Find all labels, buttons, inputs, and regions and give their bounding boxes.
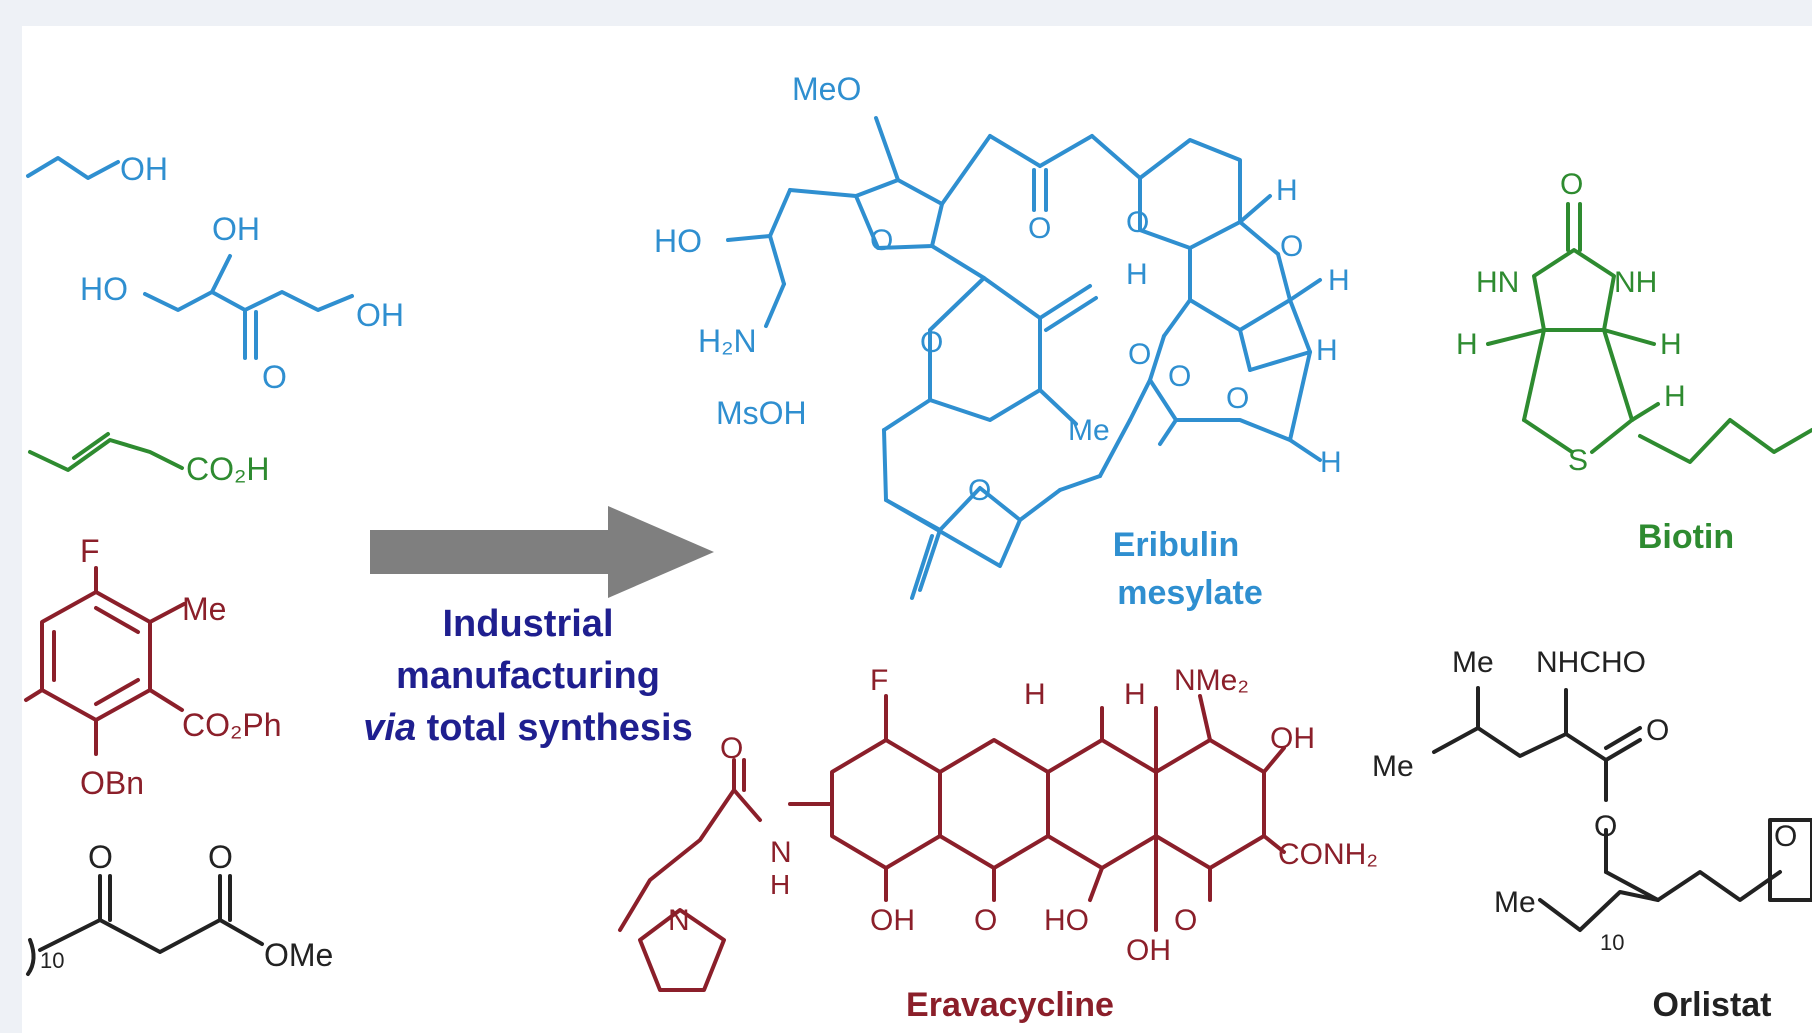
eribulin-me-label: Me — [1068, 414, 1110, 447]
orlistat-me-top-label: Me — [1452, 646, 1494, 679]
starting-ketoester — [26, 874, 264, 976]
biotin-h-left-label: H — [1456, 328, 1478, 361]
eribulin-h5-label: H — [1316, 334, 1338, 367]
triol-oh-top-label: OH — [212, 211, 260, 247]
eribulin-ketone-o-label: O — [1028, 212, 1051, 245]
eravacycline-structure — [618, 694, 1286, 992]
caption-line3: via total synthesis — [363, 707, 692, 749]
eribulin-name-line2: mesylate — [1117, 574, 1263, 612]
eribulin-ring-o8-label: O — [968, 474, 991, 507]
caption-via: via — [363, 707, 416, 749]
orlistat-structure — [1432, 686, 1812, 932]
aryl-f-label: F — [80, 533, 100, 569]
eravacycline-o2-label: O — [1174, 904, 1197, 937]
eribulin-h2-label: H — [1126, 258, 1148, 291]
biotin-name: Biotin — [1638, 518, 1734, 556]
eravacycline-amide-o-label: O — [720, 732, 743, 765]
biotin-s-label: S — [1568, 444, 1588, 477]
scheme-panel — [22, 26, 1812, 1033]
orlistat-nhcho-label: NHCHO — [1536, 646, 1646, 679]
eravacycline-h2-label: H — [1124, 678, 1146, 711]
orlistat-name: Orlistat — [1652, 986, 1771, 1024]
starting-unsaturated-acid — [28, 432, 184, 472]
eribulin-ring-o2-label: O — [1126, 206, 1149, 239]
biotin-h-right-label: H — [1660, 328, 1682, 361]
eribulin-h1-label: H — [1276, 174, 1298, 207]
caption-line2: manufacturing — [396, 655, 660, 697]
orlistat-lactone-o-label: O — [1774, 820, 1797, 853]
ketoester-o1-label: O — [88, 839, 113, 875]
orlistat-ester-o2-label: O — [1594, 810, 1617, 843]
ketoester-chain-label: 10 — [40, 948, 64, 973]
biotin-nh-label: NH — [1614, 266, 1657, 299]
eravacycline-nh-h-label: H — [770, 869, 790, 900]
ketoester-o2-label: O — [208, 839, 233, 875]
eribulin-structure — [726, 116, 1322, 600]
caption-rest: total synthesis — [416, 707, 693, 749]
eribulin-h4-label: H — [1320, 446, 1342, 479]
acid-co2h-label: CO₂H — [186, 451, 270, 487]
eravacycline-conh2-label: CONH₂ — [1278, 838, 1378, 871]
triol-ketone-o-label: O — [262, 359, 287, 395]
ketoester-ome-label: OMe — [264, 937, 333, 973]
orlistat-ester-o-label: O — [1646, 714, 1669, 747]
eribulin-ring-o4-label: O — [920, 326, 943, 359]
eribulin-ring-o7-label: O — [1226, 382, 1249, 415]
aryl-obn-label: OBn — [80, 765, 144, 801]
biotin-structure — [1486, 202, 1812, 464]
orlistat-me-chain-label: Me — [1494, 886, 1536, 919]
eribulin-name-line1: Eribulin — [1113, 526, 1240, 564]
eravacycline-name: Eravacycline — [906, 986, 1114, 1024]
eribulin-salt-label: MsOH — [716, 395, 807, 431]
eribulin-ho-label: HO — [654, 223, 702, 259]
starting-aryl-ester — [24, 566, 186, 756]
caption-line1: Industrial — [442, 603, 613, 645]
eribulin-meo-label: MeO — [792, 71, 861, 107]
orlistat-me-left-label: Me — [1372, 750, 1414, 783]
eravacycline-h1-label: H — [1024, 678, 1046, 711]
eribulin-ring-o6-label: O — [1168, 360, 1191, 393]
eravacycline-f-label: F — [870, 664, 888, 697]
orlistat-chain-label: 10 — [1600, 930, 1624, 955]
eribulin-ring-o1-label: O — [870, 224, 893, 257]
eravacycline-oh1-label: OH — [870, 904, 915, 937]
aryl-ester-label: CO₂Ph — [182, 707, 282, 743]
eribulin-ring-o3-label: O — [1280, 230, 1303, 263]
eravacycline-ho-label: HO — [1044, 904, 1089, 937]
eravacycline-o1-label: O — [974, 904, 997, 937]
starting-alcohol — [26, 156, 120, 180]
eribulin-ring-o5-label: O — [1128, 338, 1151, 371]
alcohol-oh-label: OH — [120, 151, 168, 187]
eravacycline-nme2-label: NMe₂ — [1174, 664, 1249, 697]
starting-triol-ketone — [143, 254, 354, 360]
triol-oh-right-label: OH — [356, 297, 404, 333]
biotin-h-side-label: H — [1664, 380, 1686, 413]
eribulin-h3-label: H — [1328, 264, 1350, 297]
biotin-hn-label: HN — [1476, 266, 1519, 299]
eribulin-h2n-label: H₂N — [698, 323, 757, 359]
eravacycline-oh-bottom-label: OH — [1126, 934, 1171, 967]
biotin-o-label: O — [1560, 168, 1583, 201]
synthesis-arrow — [370, 506, 714, 598]
aryl-me-label: Me — [182, 591, 226, 627]
eravacycline-oh-right-label: OH — [1270, 722, 1315, 755]
triol-ho-left-label: HO — [80, 271, 128, 307]
eravacycline-amine-n-label: N — [668, 904, 690, 937]
eravacycline-n-label: N — [770, 836, 792, 869]
